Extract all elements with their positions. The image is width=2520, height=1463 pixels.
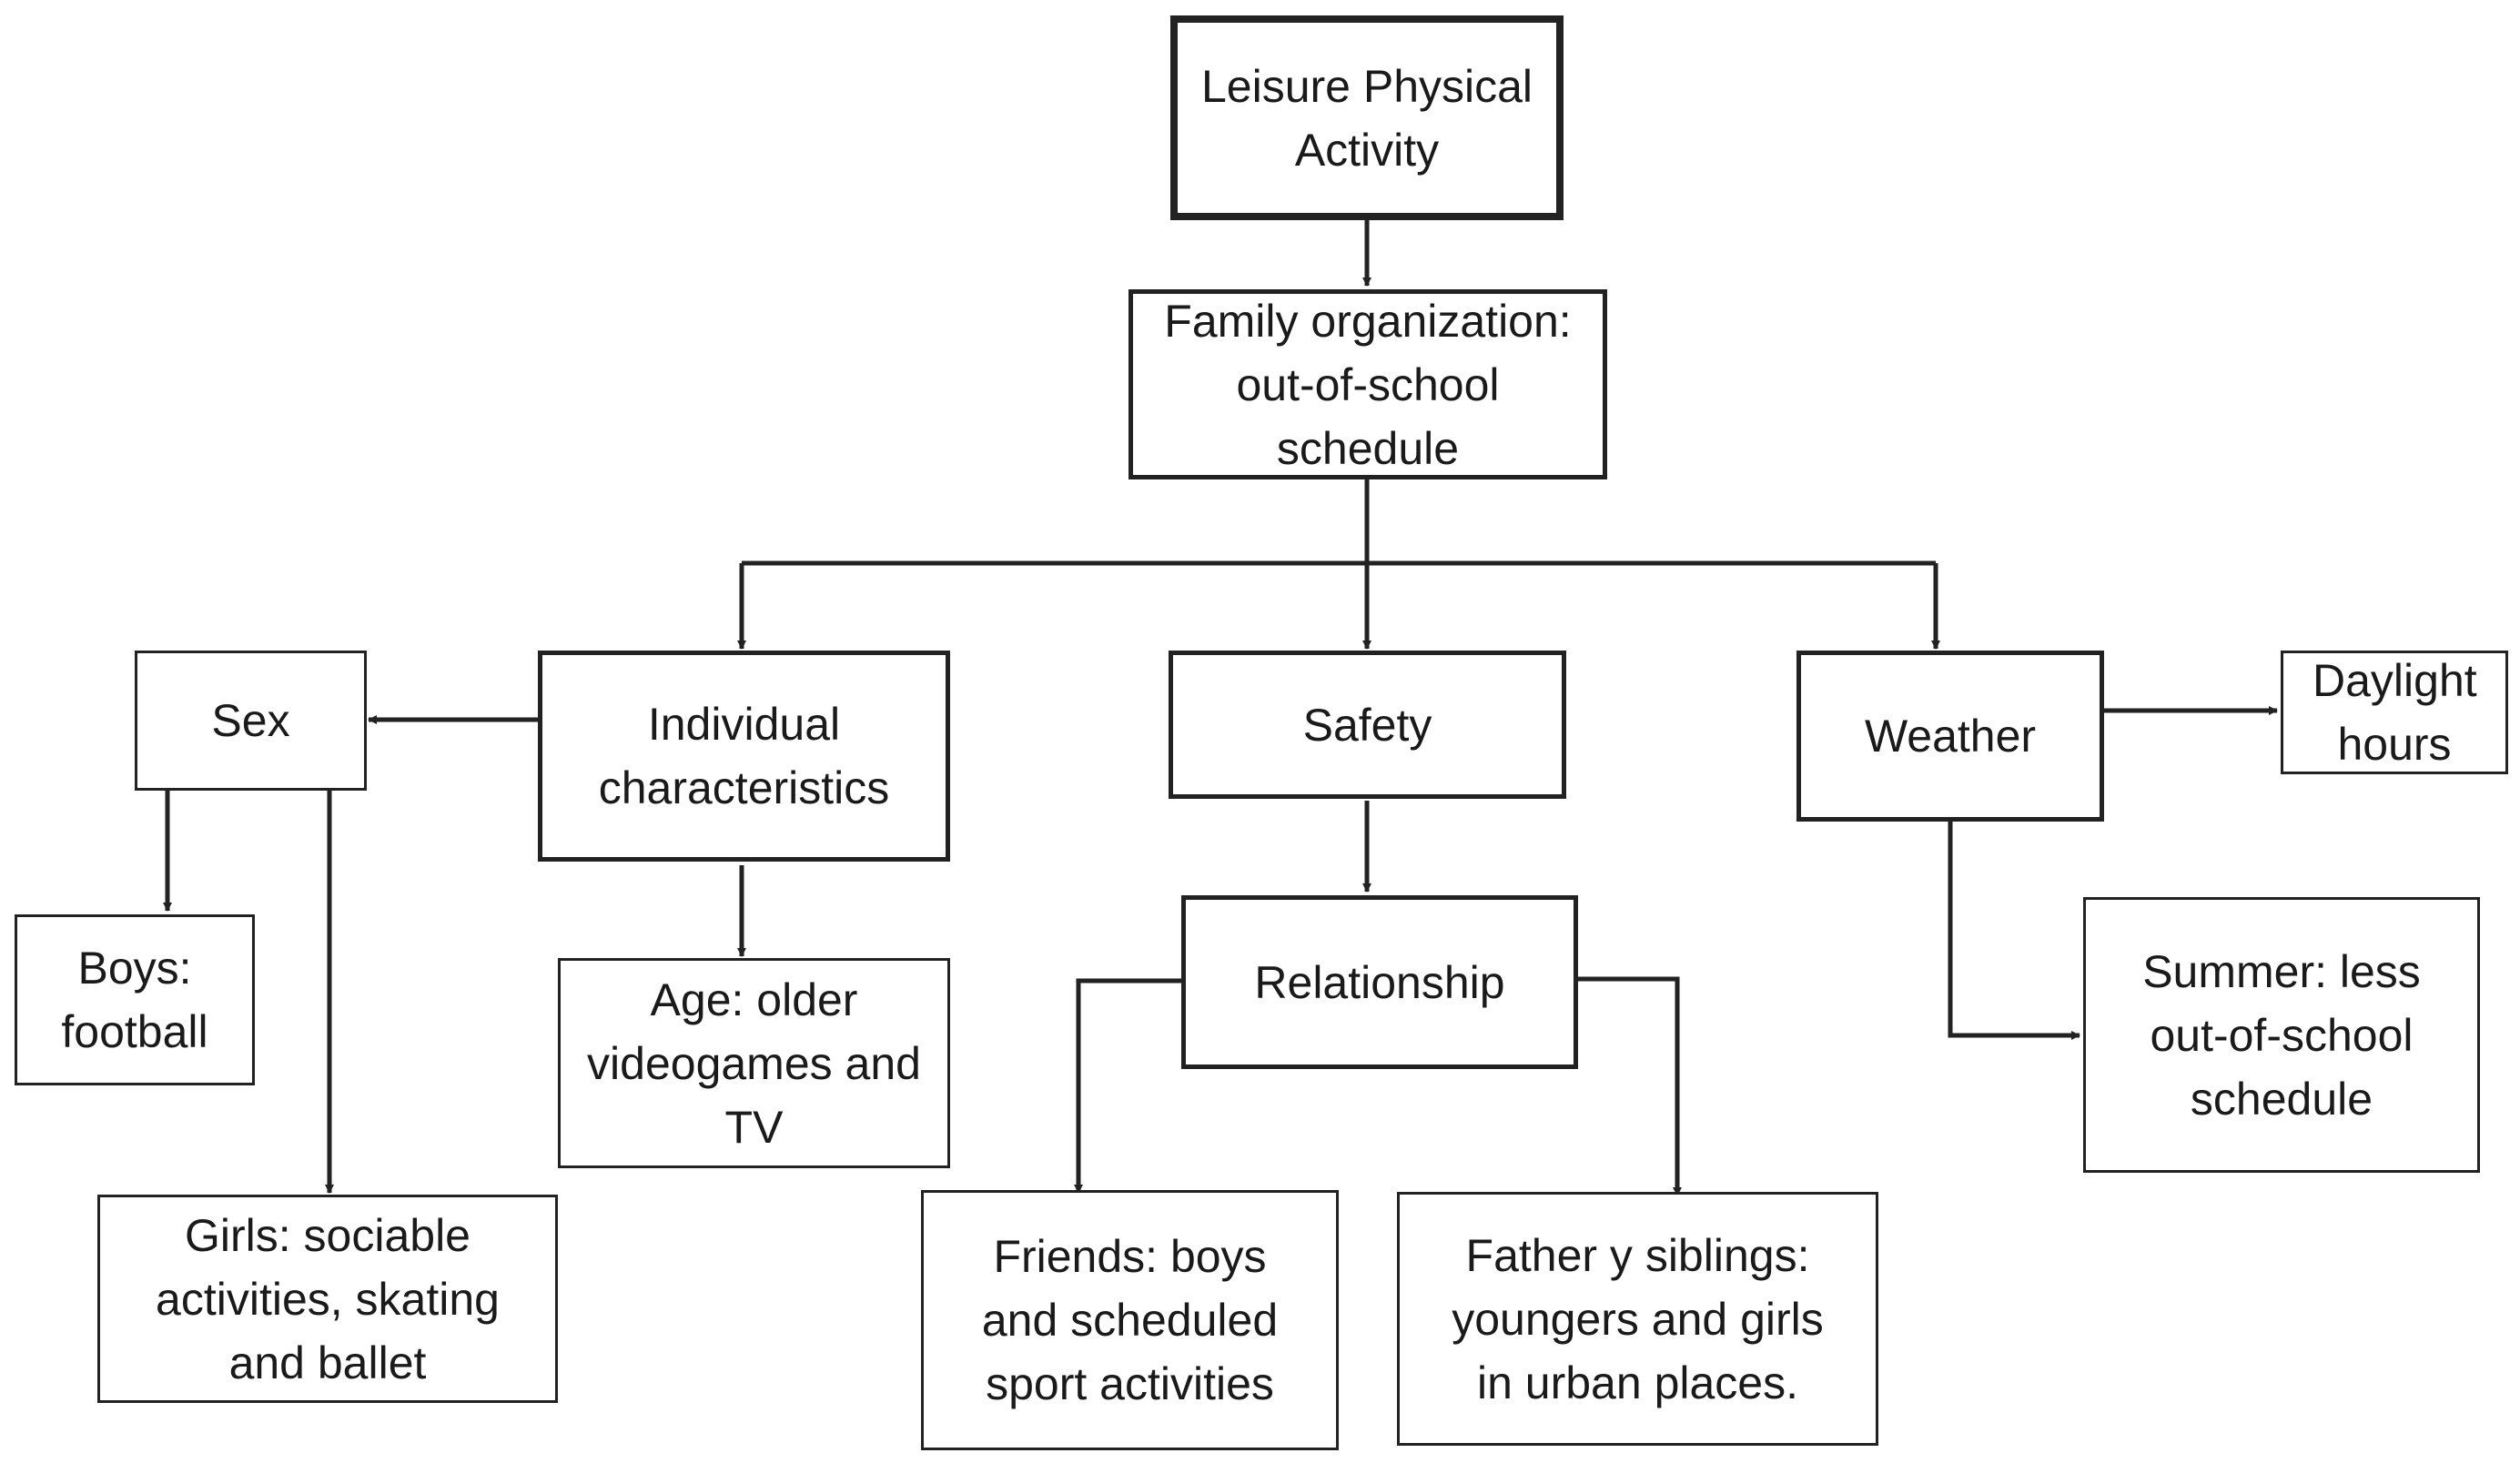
arrow-weather-to-summer — [1948, 822, 2080, 1040]
node-label: Safety — [1302, 699, 1432, 751]
node-leisure-physical-activity: Leisure Physical Activity — [1170, 15, 1564, 220]
node-individual-characteristics: Individual characteristics — [538, 651, 950, 862]
node-label: Age: older videogames and TV — [587, 974, 921, 1153]
node-relationship: Relationship — [1181, 895, 1578, 1069]
node-label: Leisure Physical Activity — [1200, 60, 1533, 176]
node-label: Father y siblings: youngers and girls in… — [1452, 1229, 1824, 1408]
node-label: Family organization: out-of-school sched… — [1164, 295, 1572, 474]
node-summer: Summer: less out-of-school schedule — [2083, 897, 2480, 1173]
node-father-siblings: Father y siblings: youngers and girls in… — [1397, 1192, 1878, 1446]
node-safety: Safety — [1169, 651, 1566, 799]
node-age: Age: older videogames and TV — [558, 958, 950, 1168]
node-weather: Weather — [1796, 651, 2104, 822]
node-label: Friends: boys and scheduled sport activi… — [981, 1231, 1279, 1409]
node-sex: Sex — [135, 651, 367, 791]
node-label: Relationship — [1254, 956, 1505, 1008]
node-label: Sex — [211, 695, 290, 746]
node-label: Girls: sociable activities, skating and … — [156, 1209, 500, 1388]
node-label: Individual characteristics — [598, 699, 890, 813]
arrow-relationship-to-father — [1578, 976, 1682, 1196]
node-label: Weather — [1864, 711, 2037, 762]
node-label: Summer: less out-of-school schedule — [2142, 945, 2421, 1125]
node-girls-activities: Girls: sociable activities, skating and … — [97, 1195, 558, 1403]
node-daylight-hours: Daylight hours — [2281, 651, 2508, 774]
node-friends: Friends: boys and scheduled sport activi… — [921, 1190, 1339, 1450]
arrow-relationship-to-friends — [1074, 978, 1181, 1194]
node-family-organization: Family organization: out-of-school sched… — [1128, 289, 1607, 479]
node-label: Daylight hours — [2313, 655, 2477, 770]
node-boys-football: Boys: football — [15, 914, 255, 1085]
node-label: Boys: football — [61, 943, 208, 1057]
